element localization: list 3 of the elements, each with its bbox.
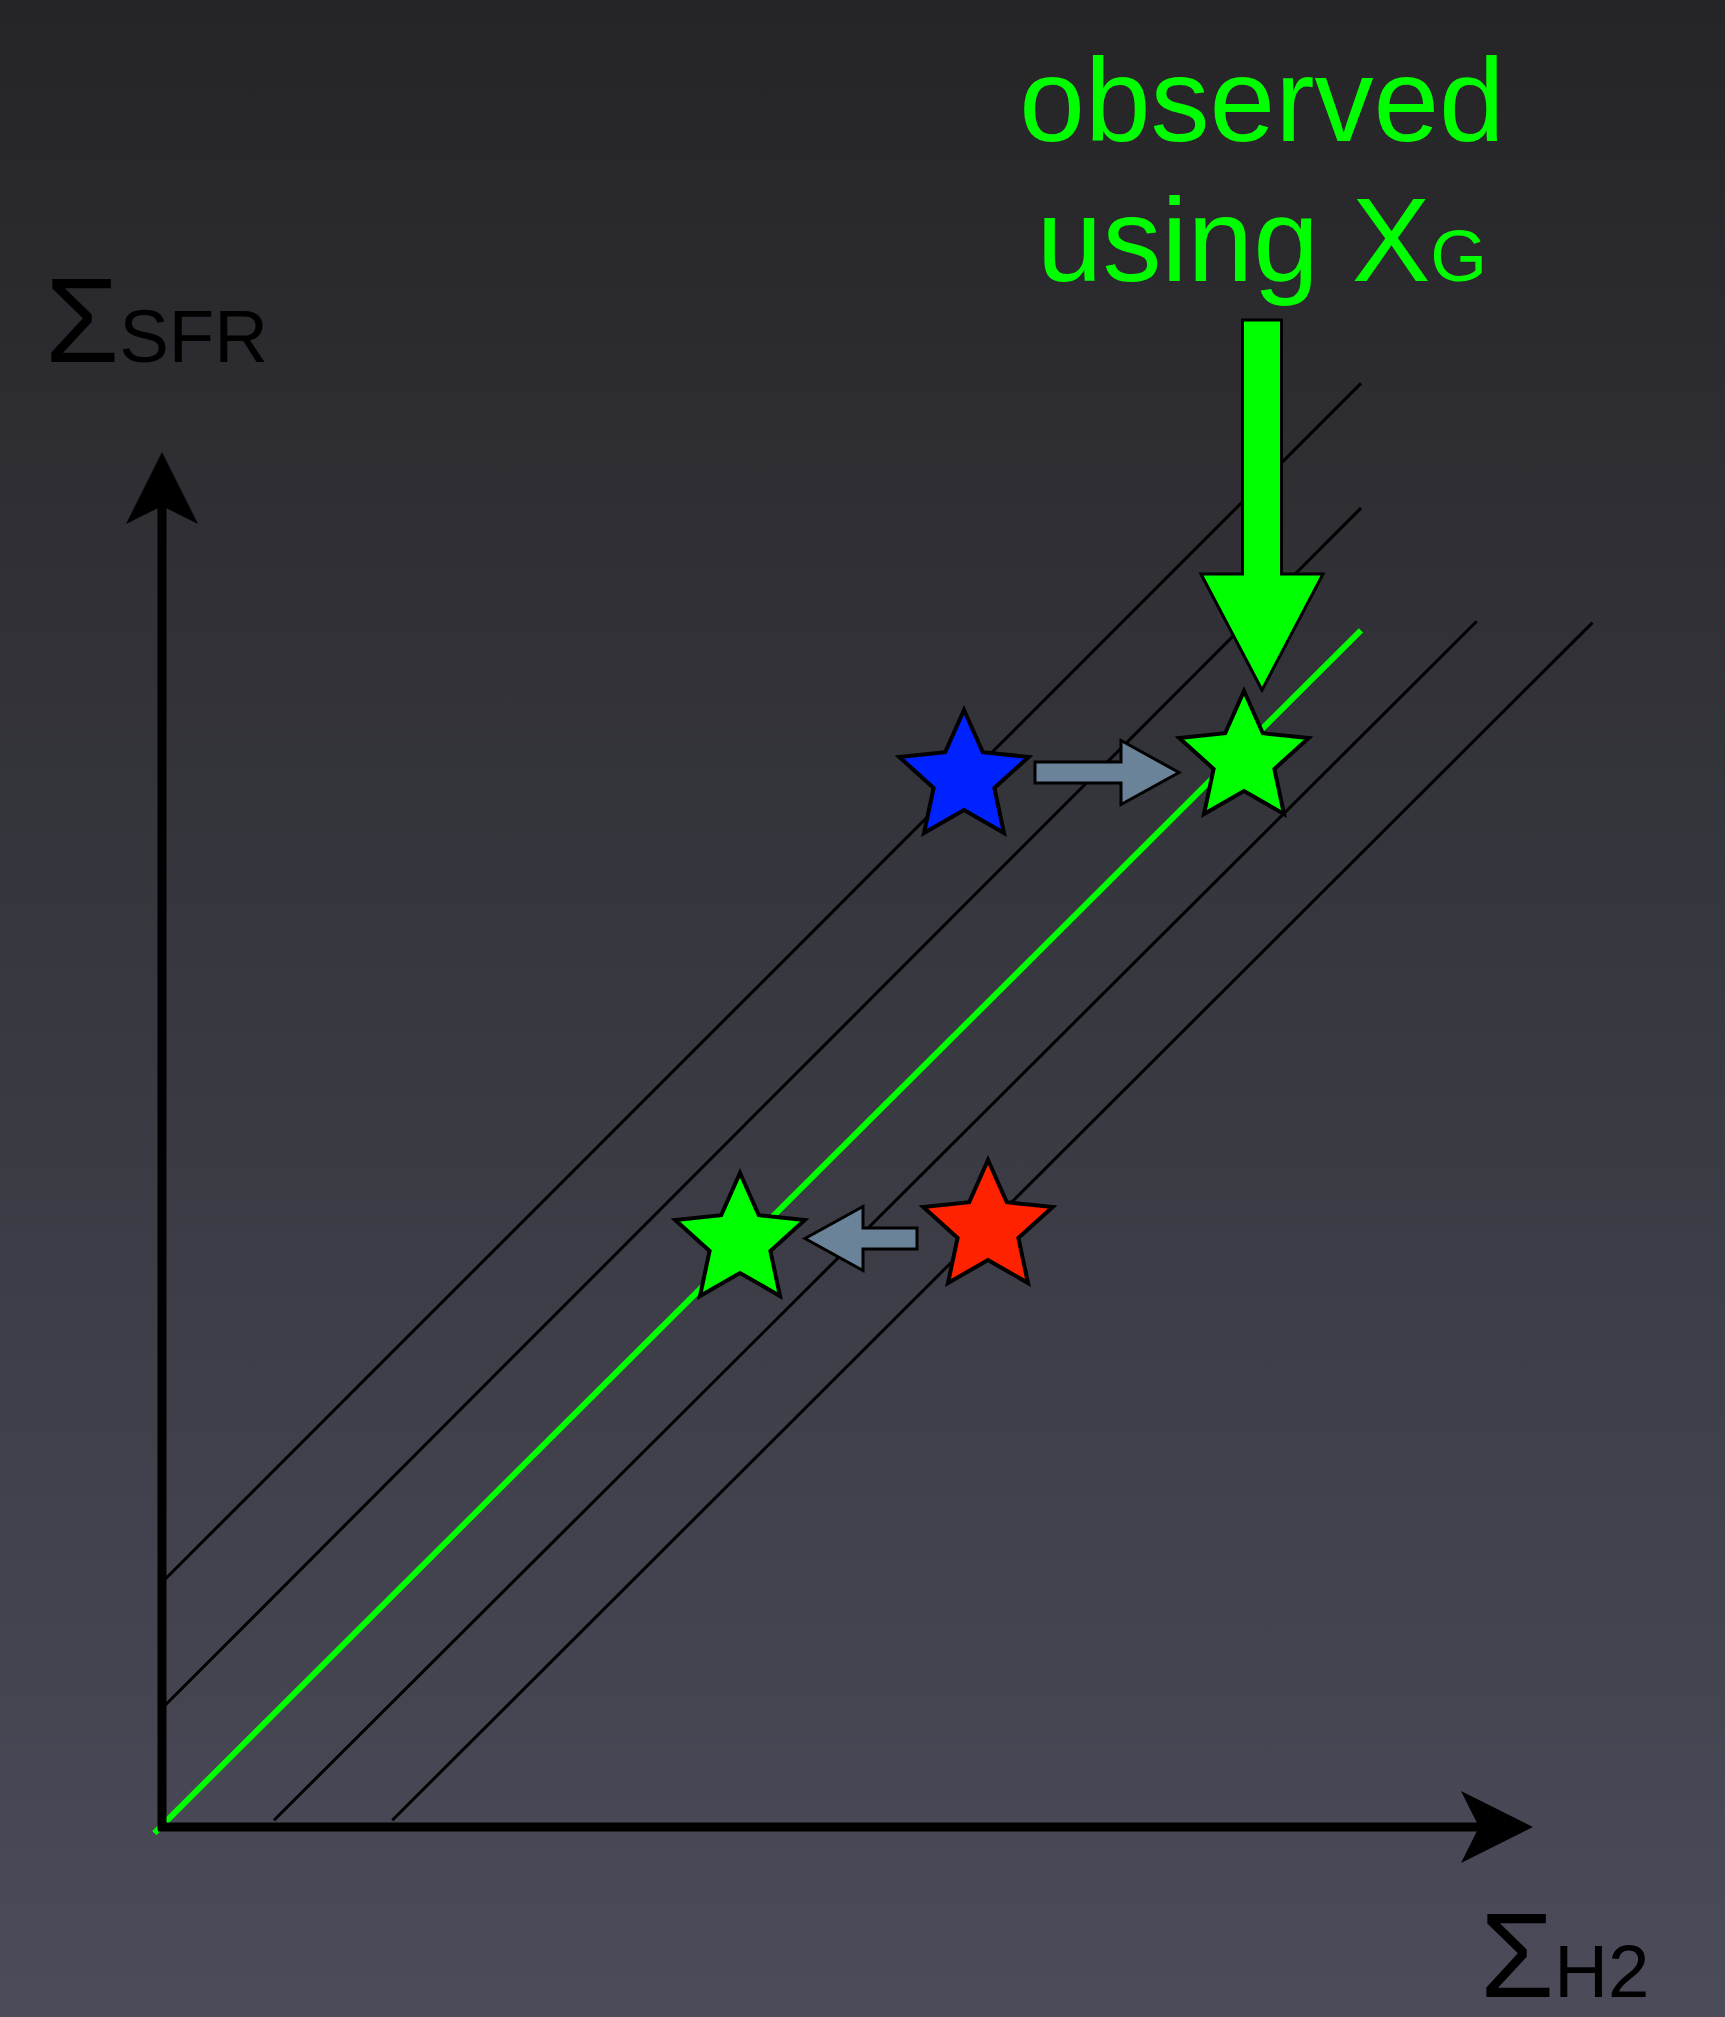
arrow [1198, 318, 1326, 694]
arrow [801, 1203, 919, 1274]
arrow [1033, 737, 1183, 808]
